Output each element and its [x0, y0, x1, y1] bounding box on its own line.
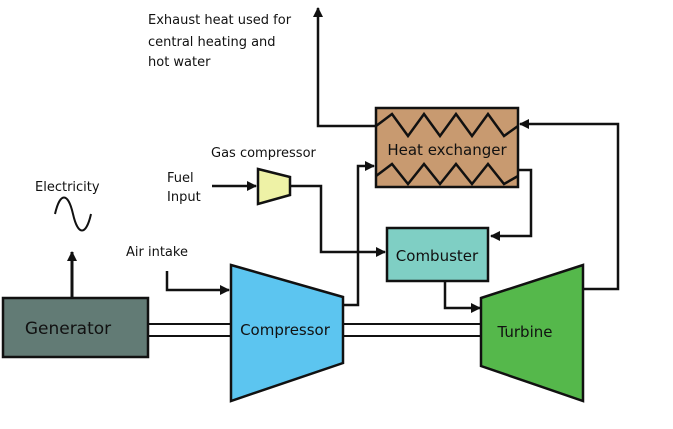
heat-exchanger-to-combuster-arrow: [490, 168, 533, 241]
exhaust-heat-label-line3: hot water: [148, 55, 211, 70]
fuel-label-line1: Fuel: [167, 171, 194, 186]
heat-exchanger-label: Heat exchanger: [387, 141, 507, 159]
generator-label: Generator: [25, 319, 111, 339]
combuster-label: Combuster: [396, 247, 479, 265]
exhaust-heat-label-line1: Exhaust heat used for: [148, 13, 292, 28]
combuster-to-turbine-arrow: [443, 281, 481, 313]
sine-wave-icon: [54, 196, 92, 232]
turbine-exhaust-arrow: [519, 119, 620, 291]
generator-box: [1, 296, 150, 359]
turbine-label: Turbine: [497, 323, 553, 341]
fuel-to-combuster-arrow: [290, 184, 386, 257]
compressor-shape: [229, 263, 345, 403]
heat-exchanger-zigzag-bottom: [375, 161, 519, 187]
turbine-shape: [479, 263, 585, 403]
fuel-label-line2: Input: [167, 190, 201, 205]
electricity-label: Electricity: [35, 180, 100, 195]
exhaust-arrow: [313, 7, 376, 128]
heat-exchanger-zigzag-top: [375, 111, 519, 139]
exhaust-heat-label-line2: central heating and: [148, 35, 276, 50]
air-intake-label: Air intake: [126, 245, 188, 260]
gas-compressor-shape: [256, 167, 292, 206]
combuster-box: [385, 226, 490, 283]
gas-compressor-label: Gas compressor: [211, 146, 317, 161]
air-intake-arrow: [165, 271, 230, 295]
compressor-label: Compressor: [240, 321, 331, 339]
compressed-air-arrow: [343, 161, 375, 307]
